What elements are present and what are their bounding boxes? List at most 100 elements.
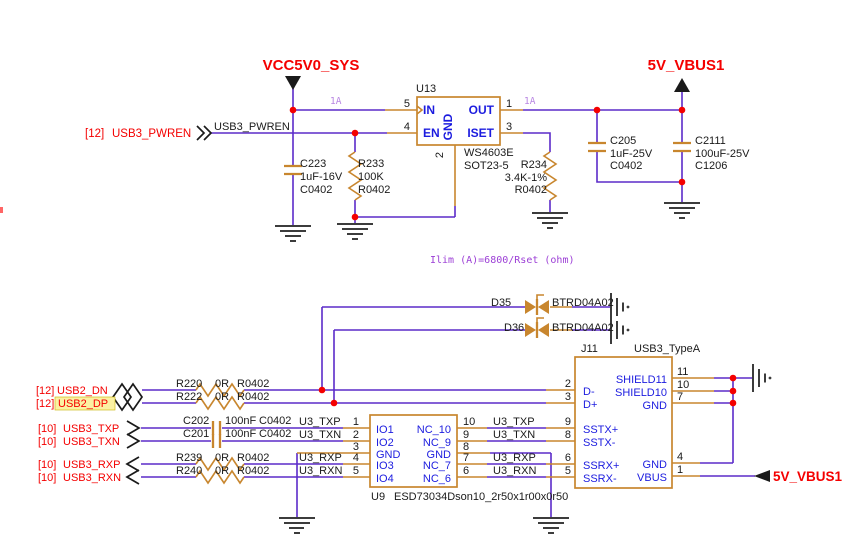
usb2-dp-highlight <box>54 396 116 411</box>
power-flag-vbus-top <box>674 78 690 92</box>
port-diamonds-usb2 <box>111 382 144 412</box>
c223-value: 1uF-16V <box>300 171 343 183</box>
regulator-package: SOT23-5 <box>464 160 509 172</box>
r220-refdes: R220 <box>176 378 202 390</box>
regulator-pin2-num: 2 <box>434 152 446 158</box>
r240-refdes: R240 <box>176 465 202 477</box>
c2111-value: 100uF-25V <box>695 148 750 160</box>
net-u3-rxp-right: U3_RXP <box>493 452 536 464</box>
regulator-pin1-num: 1 <box>506 98 512 110</box>
regulator-input-pin-marker <box>416 105 424 115</box>
esd-pin2-num: 2 <box>353 429 359 441</box>
esd-pin-io3: IO3 <box>376 460 394 472</box>
chassis-ground-shield <box>752 364 772 392</box>
r234-value: 3.4K-1% <box>505 172 547 184</box>
c201-refdes: C201 <box>183 428 209 440</box>
ilim-formula: Ilim (A)=6800/Rset (ohm) <box>430 255 575 266</box>
port-chevrons-usb3-tx <box>126 420 141 449</box>
esd-pin-nc9: NC_9 <box>423 437 451 449</box>
regulator-pin-gnd: GND <box>441 113 455 140</box>
regulator-refdes: U13 <box>416 83 436 95</box>
pwren-wire-label: USB3_PWREN <box>214 121 290 133</box>
esd-refdes: U9 <box>371 491 385 503</box>
esd-pin10-num: 10 <box>463 416 475 428</box>
r234-package: R0402 <box>515 184 547 196</box>
capacitor-c201 <box>211 434 222 448</box>
r222-refdes: R222 <box>176 391 202 403</box>
r240-value: 0R <box>215 465 229 477</box>
connector-pin2-num: 2 <box>565 378 571 390</box>
connector-pin4-num: 4 <box>677 451 683 463</box>
capacitor-c223 <box>284 164 302 176</box>
port-chevrons-usb3-rx <box>125 456 140 485</box>
c2111-package: C1206 <box>695 160 727 172</box>
connector-pin-vbus: VBUS <box>637 472 667 484</box>
earth-ground-c223 <box>275 225 311 242</box>
pin-stubs <box>297 109 714 478</box>
connector-pin5-num: 5 <box>565 465 571 477</box>
tvs-diode-d35 <box>525 294 549 315</box>
usb3-rxp-page-ref: [10] <box>38 459 56 471</box>
net-u3-txn-left: U3_TXN <box>299 429 341 441</box>
connector-refdes: J11 <box>581 343 598 355</box>
connector-body <box>574 356 673 489</box>
r222-package: R0402 <box>237 391 269 403</box>
connector-pin7-num: 7 <box>677 391 683 403</box>
usb3-rxp-port-label: USB3_RXP <box>63 459 120 471</box>
usb2-dp-port-label: USB2_DP <box>58 398 108 410</box>
r222-value: 0R <box>215 391 229 403</box>
esd-pin7-num: 7 <box>463 452 469 464</box>
r234-refdes: R234 <box>521 159 547 171</box>
c205-refdes: C205 <box>610 135 636 147</box>
r220-package: R0402 <box>237 378 269 390</box>
resistor-r233 <box>347 151 363 201</box>
usb2-dn-port-label: USB2_DN <box>57 385 108 397</box>
d35-refdes: D35 <box>491 297 511 309</box>
c202-value: 100nF <box>225 415 256 427</box>
esd-part: ESD73034Dson10_2r50x1r00x0r50 <box>394 491 568 503</box>
connector-pin-gnd7: GND <box>643 400 668 412</box>
esd-pin5-num: 5 <box>353 465 359 477</box>
port-chevrons-pwren <box>196 125 213 141</box>
junction-dots <box>289 106 737 407</box>
regulator-pin3-num: 3 <box>506 121 512 133</box>
pwren-page-ref: [12] <box>85 128 104 140</box>
vbus-bottom-net-label: 5V_VBUS1 <box>773 469 843 484</box>
r220-value: 0R <box>215 378 229 390</box>
esd-body <box>369 414 458 488</box>
connector-pin6-num: 6 <box>565 452 571 464</box>
regulator-pin4-num: 4 <box>404 121 410 133</box>
chassis-ground-d36 <box>610 316 630 344</box>
capacitor-c202 <box>211 421 222 435</box>
usb2-dp-page-ref: [12] <box>36 398 54 410</box>
d36-part: BTRD04A02 <box>552 322 614 334</box>
resistor-r220 <box>195 382 245 398</box>
d36-refdes: D36 <box>504 322 524 334</box>
esd-pin3-num: 3 <box>353 441 359 453</box>
resistor-r234 <box>542 151 558 201</box>
connector-pin3-num: 3 <box>565 391 571 403</box>
d35-part: BTRD04A02 <box>552 297 614 309</box>
connector-pin-dplus: D+ <box>583 399 597 411</box>
wires <box>141 88 755 518</box>
usb2-dn-page-ref: [12] <box>36 385 54 397</box>
esd-pin-gnd-left: GND <box>376 449 401 461</box>
usb3-txn-port-label: USB3_TXN <box>63 436 120 448</box>
usb3-rxn-page-ref: [10] <box>38 472 56 484</box>
c201-package: C0402 <box>259 428 291 440</box>
regulator-body <box>416 96 501 146</box>
connector-pin9-num: 9 <box>565 416 571 428</box>
pwren-port-label: USB3_PWREN <box>112 128 191 140</box>
esd-pin-io2: IO2 <box>376 437 394 449</box>
earth-ground-r234 <box>532 212 568 229</box>
current-annotation-out: 1A <box>524 96 536 107</box>
r240-package: R0402 <box>237 465 269 477</box>
regulator-part: WS4603E <box>464 147 514 159</box>
net-u3-txp-left: U3_TXP <box>299 416 341 428</box>
connector-pin-ssrxn: SSRX- <box>583 473 617 485</box>
vcc-net-label: VCC5V0_SYS <box>263 57 360 74</box>
resistor-r222 <box>195 395 245 411</box>
esd-pin-io1: IO1 <box>376 424 394 436</box>
r233-value: 100K <box>358 171 384 183</box>
